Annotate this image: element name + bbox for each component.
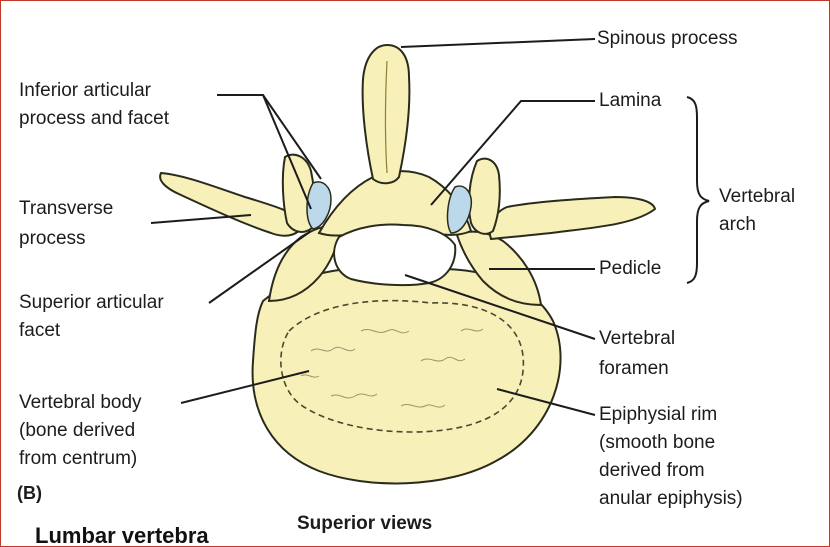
label-transverse-process-line2: process [19, 227, 86, 251]
label-vertebral-arch-line1: Vertebral [719, 185, 795, 209]
view-title: Superior views [297, 513, 432, 535]
figure-caption: Lumbar vertebra [15, 517, 271, 547]
vertebral-arch-brace [687, 97, 709, 283]
label-inferior-articular-line1: Inferior articular [19, 79, 151, 103]
label-spinous-process: Spinous process [597, 27, 737, 51]
leader-spinous-process [401, 39, 595, 47]
label-epiphysial-rim-line4: anular epiphysis) [599, 487, 743, 511]
vertebral-foramen-shape [334, 225, 455, 286]
label-vertebral-foramen-line2: foramen [599, 357, 669, 381]
label-vertebral-foramen-line1: Vertebral [599, 327, 675, 351]
label-epiphysial-rim-line3: derived from [599, 459, 705, 483]
label-vertebral-body-line2: (bone derived [19, 419, 135, 443]
label-superior-articular-facet-line2: facet [19, 319, 60, 343]
label-transverse-process-line1: Transverse [19, 197, 113, 221]
label-vertebral-body-line1: Vertebral body [19, 391, 142, 415]
label-epiphysial-rim-line2: (smooth bone [599, 431, 715, 455]
label-inferior-articular-line2: process and facet [19, 107, 169, 131]
label-superior-articular-facet-line1: Superior articular [19, 291, 164, 315]
label-vertebral-arch-line2: arch [719, 213, 756, 237]
right-superior-articular-process [469, 159, 500, 234]
label-lamina: Lamina [599, 89, 661, 113]
label-vertebral-body-line3: from centrum) [19, 447, 137, 471]
right-transverse-process [490, 197, 655, 239]
panel-letter: (B) [17, 483, 42, 504]
label-epiphysial-rim-line1: Epiphysial rim [599, 403, 717, 427]
label-pedicle: Pedicle [599, 257, 661, 281]
